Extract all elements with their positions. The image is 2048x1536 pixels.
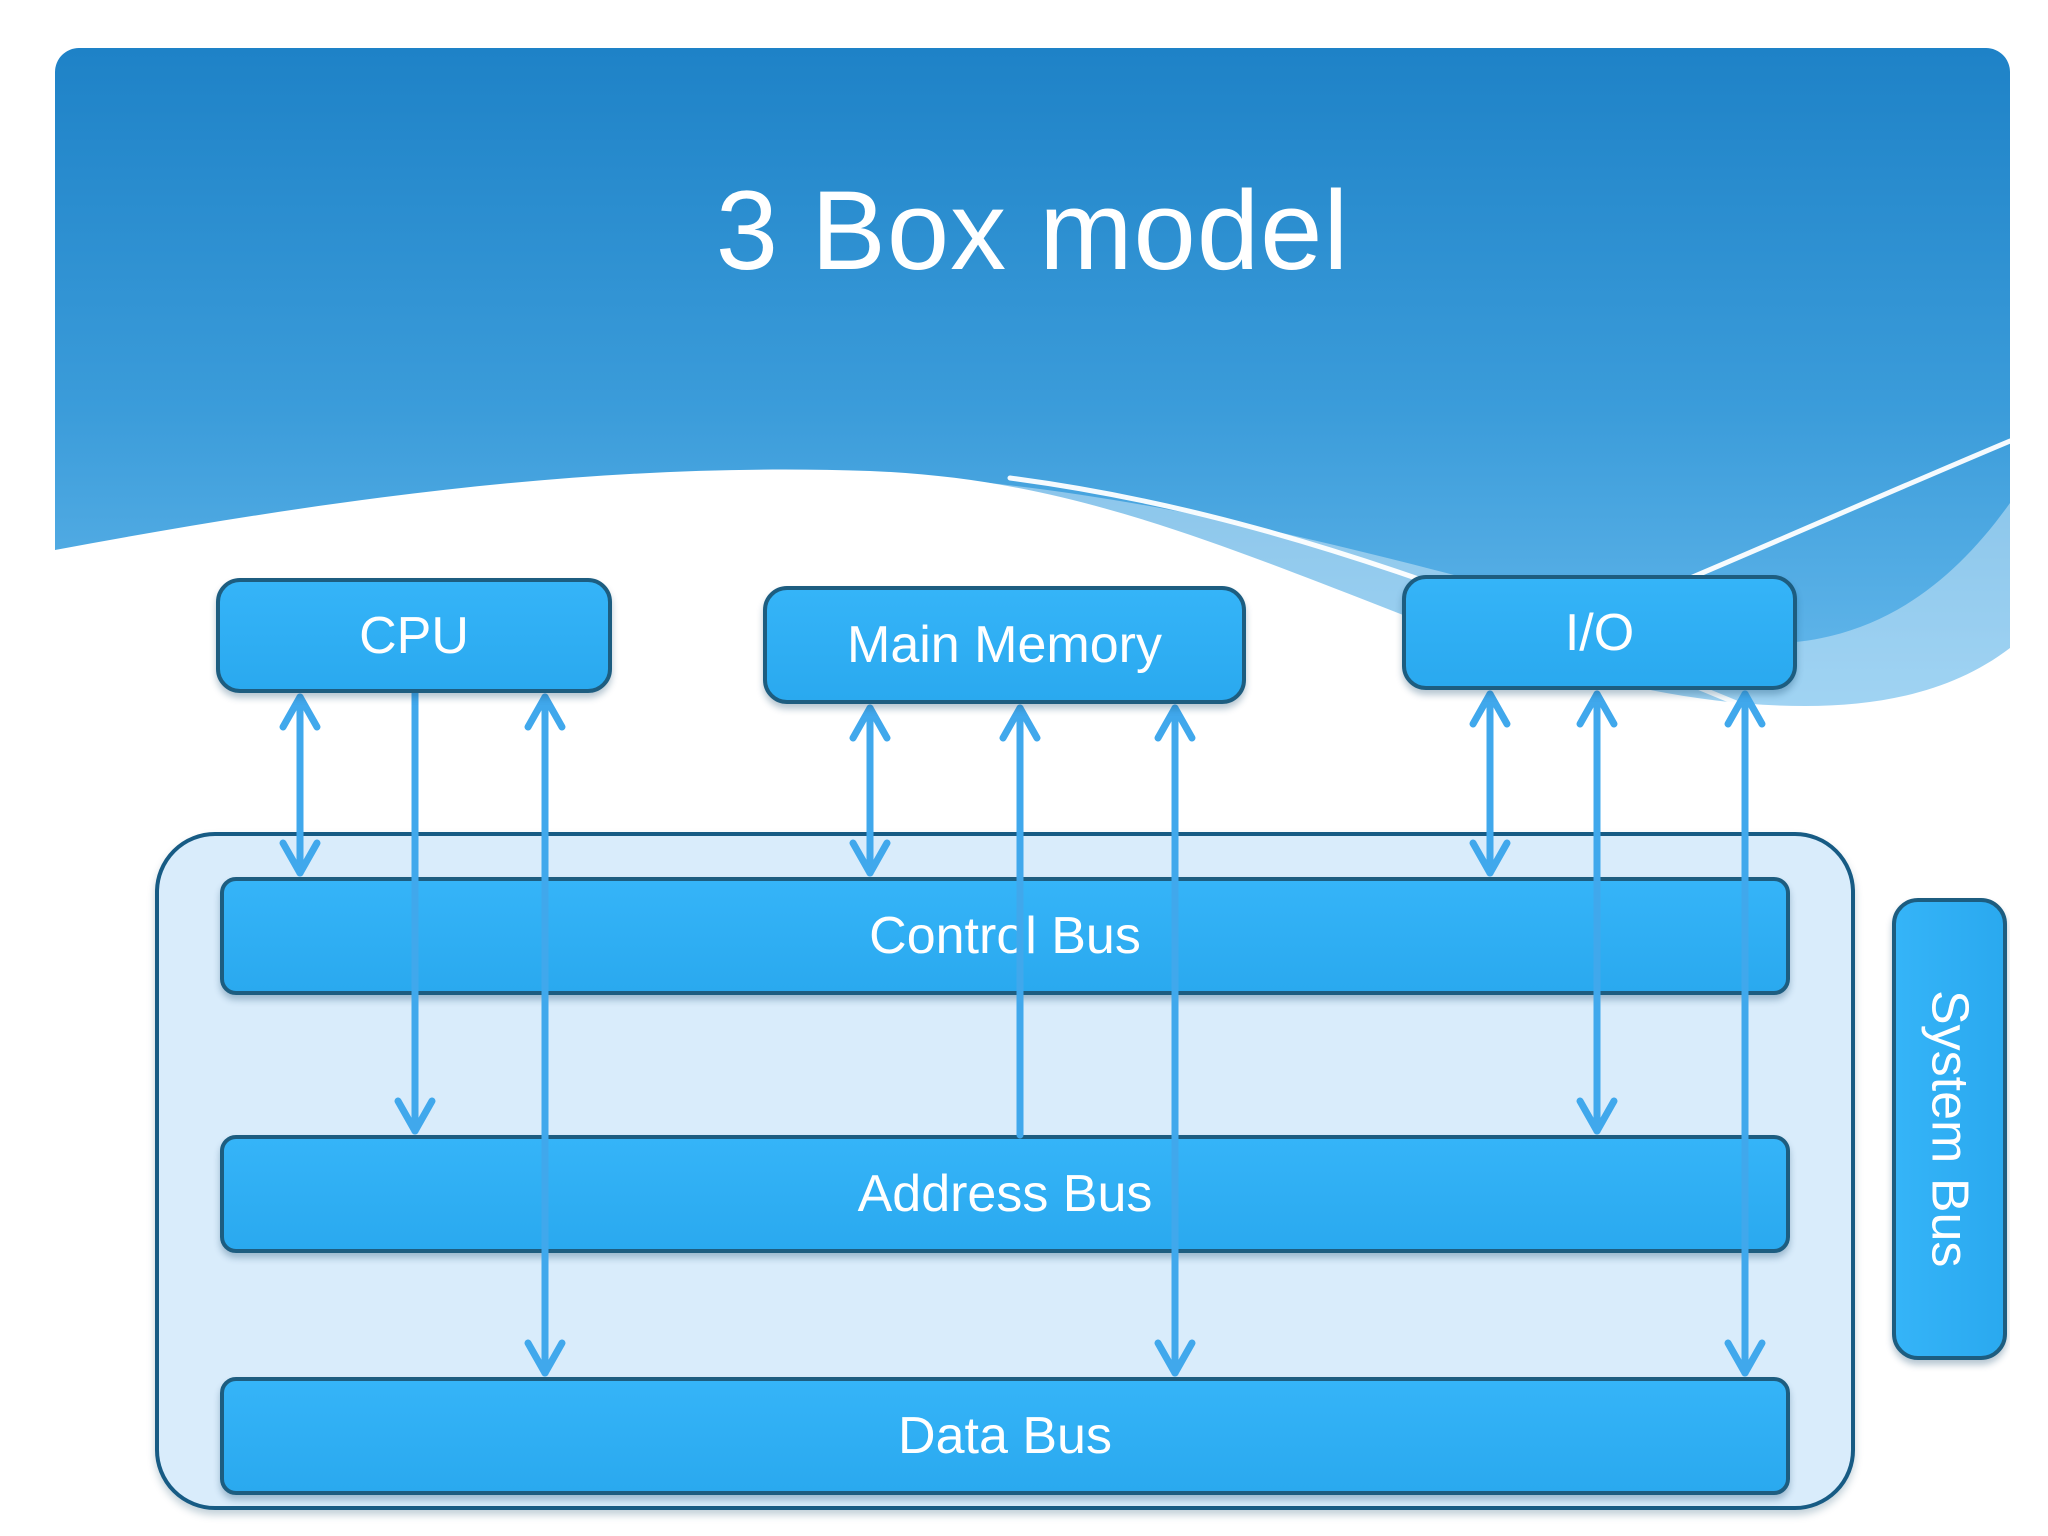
cpu-box: CPU [216, 578, 612, 693]
sky-wave [55, 48, 2010, 706]
slide: 3 Box model Control Bus Address Bus Data… [55, 48, 2010, 1526]
io-label: I/O [1564, 603, 1635, 662]
system-bus-label: System Bus [1920, 990, 1979, 1268]
cpu-label: CPU [359, 606, 469, 665]
data-bus-label: Data Bus [898, 1407, 1112, 1465]
control-bus-bar: Control Bus [220, 877, 1790, 995]
main-memory-label: Main Memory [847, 616, 1162, 674]
system-bus-bar: System Bus [1892, 898, 2007, 1360]
address-bus-label: Address Bus [857, 1165, 1153, 1223]
data-bus-bar: Data Bus [220, 1377, 1790, 1495]
main-memory-box: Main Memory [763, 586, 1246, 704]
io-box: I/O [1402, 575, 1797, 690]
control-bus-label: Control Bus [869, 907, 1141, 965]
address-bus-bar: Address Bus [220, 1135, 1790, 1253]
page-title: 3 Box model [715, 168, 1350, 293]
